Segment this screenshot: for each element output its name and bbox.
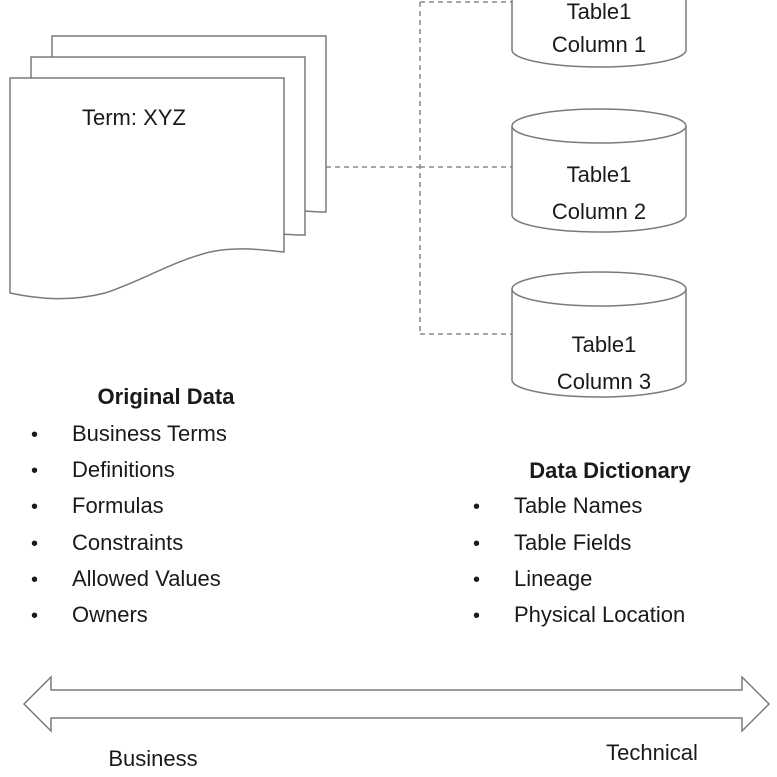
list-item-label: Constraints: [72, 530, 183, 555]
list-item: • Business Terms: [31, 421, 227, 446]
bullet: •: [31, 424, 38, 446]
list-item-label: Lineage: [514, 566, 592, 591]
data-dictionary-list: • Table Names • Table Fields • Lineage •…: [473, 493, 685, 627]
original-data-list: • Business Terms • Definitions • Formula…: [31, 421, 227, 627]
cylinder-3-top: [511, 271, 687, 307]
list-item: • Constraints: [31, 530, 183, 555]
column-1-table-label: Table1: [567, 0, 632, 24]
bullet: •: [31, 460, 38, 482]
list-item-label: Owners: [72, 602, 148, 627]
cylinder-2-body: [511, 126, 687, 233]
list-item-label: Formulas: [72, 493, 164, 518]
data-dictionary-heading: Data Dictionary: [529, 458, 691, 483]
dashed-connectors: [326, 1, 512, 335]
bullet: •: [473, 605, 480, 627]
term-document-stack: [9, 35, 327, 300]
cylinder-1-body: [511, 0, 687, 68]
list-item: • Table Names: [473, 493, 642, 518]
column-cylinder-3: [511, 271, 687, 398]
term-label: Term: XYZ: [82, 105, 186, 130]
column-2-table-label: Table1: [567, 162, 632, 187]
bullet: •: [31, 569, 38, 591]
column-cylinder-1: [511, 0, 687, 68]
original-data-heading: Original Data: [98, 384, 236, 409]
bullet: •: [473, 533, 480, 555]
technical-label: Technical: [606, 740, 698, 765]
bullet: •: [473, 496, 480, 518]
list-item-label: Table Names: [514, 493, 642, 518]
bullet: •: [31, 533, 38, 555]
bullet: •: [31, 605, 38, 627]
list-item-label: Business Terms: [72, 421, 227, 446]
list-item-label: Allowed Values: [72, 566, 221, 591]
business-label: Business: [108, 746, 197, 771]
list-item: • Definitions: [31, 457, 175, 482]
cylinder-3-body: [511, 289, 687, 398]
cylinder-2-top: [511, 108, 687, 144]
list-item-label: Physical Location: [514, 602, 685, 627]
business-technical-double-arrow: [22, 675, 771, 733]
document-page-front: [9, 77, 285, 300]
column-3-table-label: Table1: [572, 332, 637, 357]
column-1-column-label: Column 1: [552, 32, 646, 57]
list-item-label: Definitions: [72, 457, 175, 482]
bullet: •: [473, 569, 480, 591]
column-cylinder-2: [511, 108, 687, 233]
bullet: •: [31, 496, 38, 518]
list-item: • Physical Location: [473, 602, 685, 627]
list-item: • Owners: [31, 602, 148, 627]
list-item-label: Table Fields: [514, 530, 631, 555]
list-item: • Table Fields: [473, 530, 631, 555]
column-2-column-label: Column 2: [552, 199, 646, 224]
list-item: • Lineage: [473, 566, 592, 591]
column-3-column-label: Column 3: [557, 369, 651, 394]
list-item: • Formulas: [31, 493, 164, 518]
list-item: • Allowed Values: [31, 566, 221, 591]
